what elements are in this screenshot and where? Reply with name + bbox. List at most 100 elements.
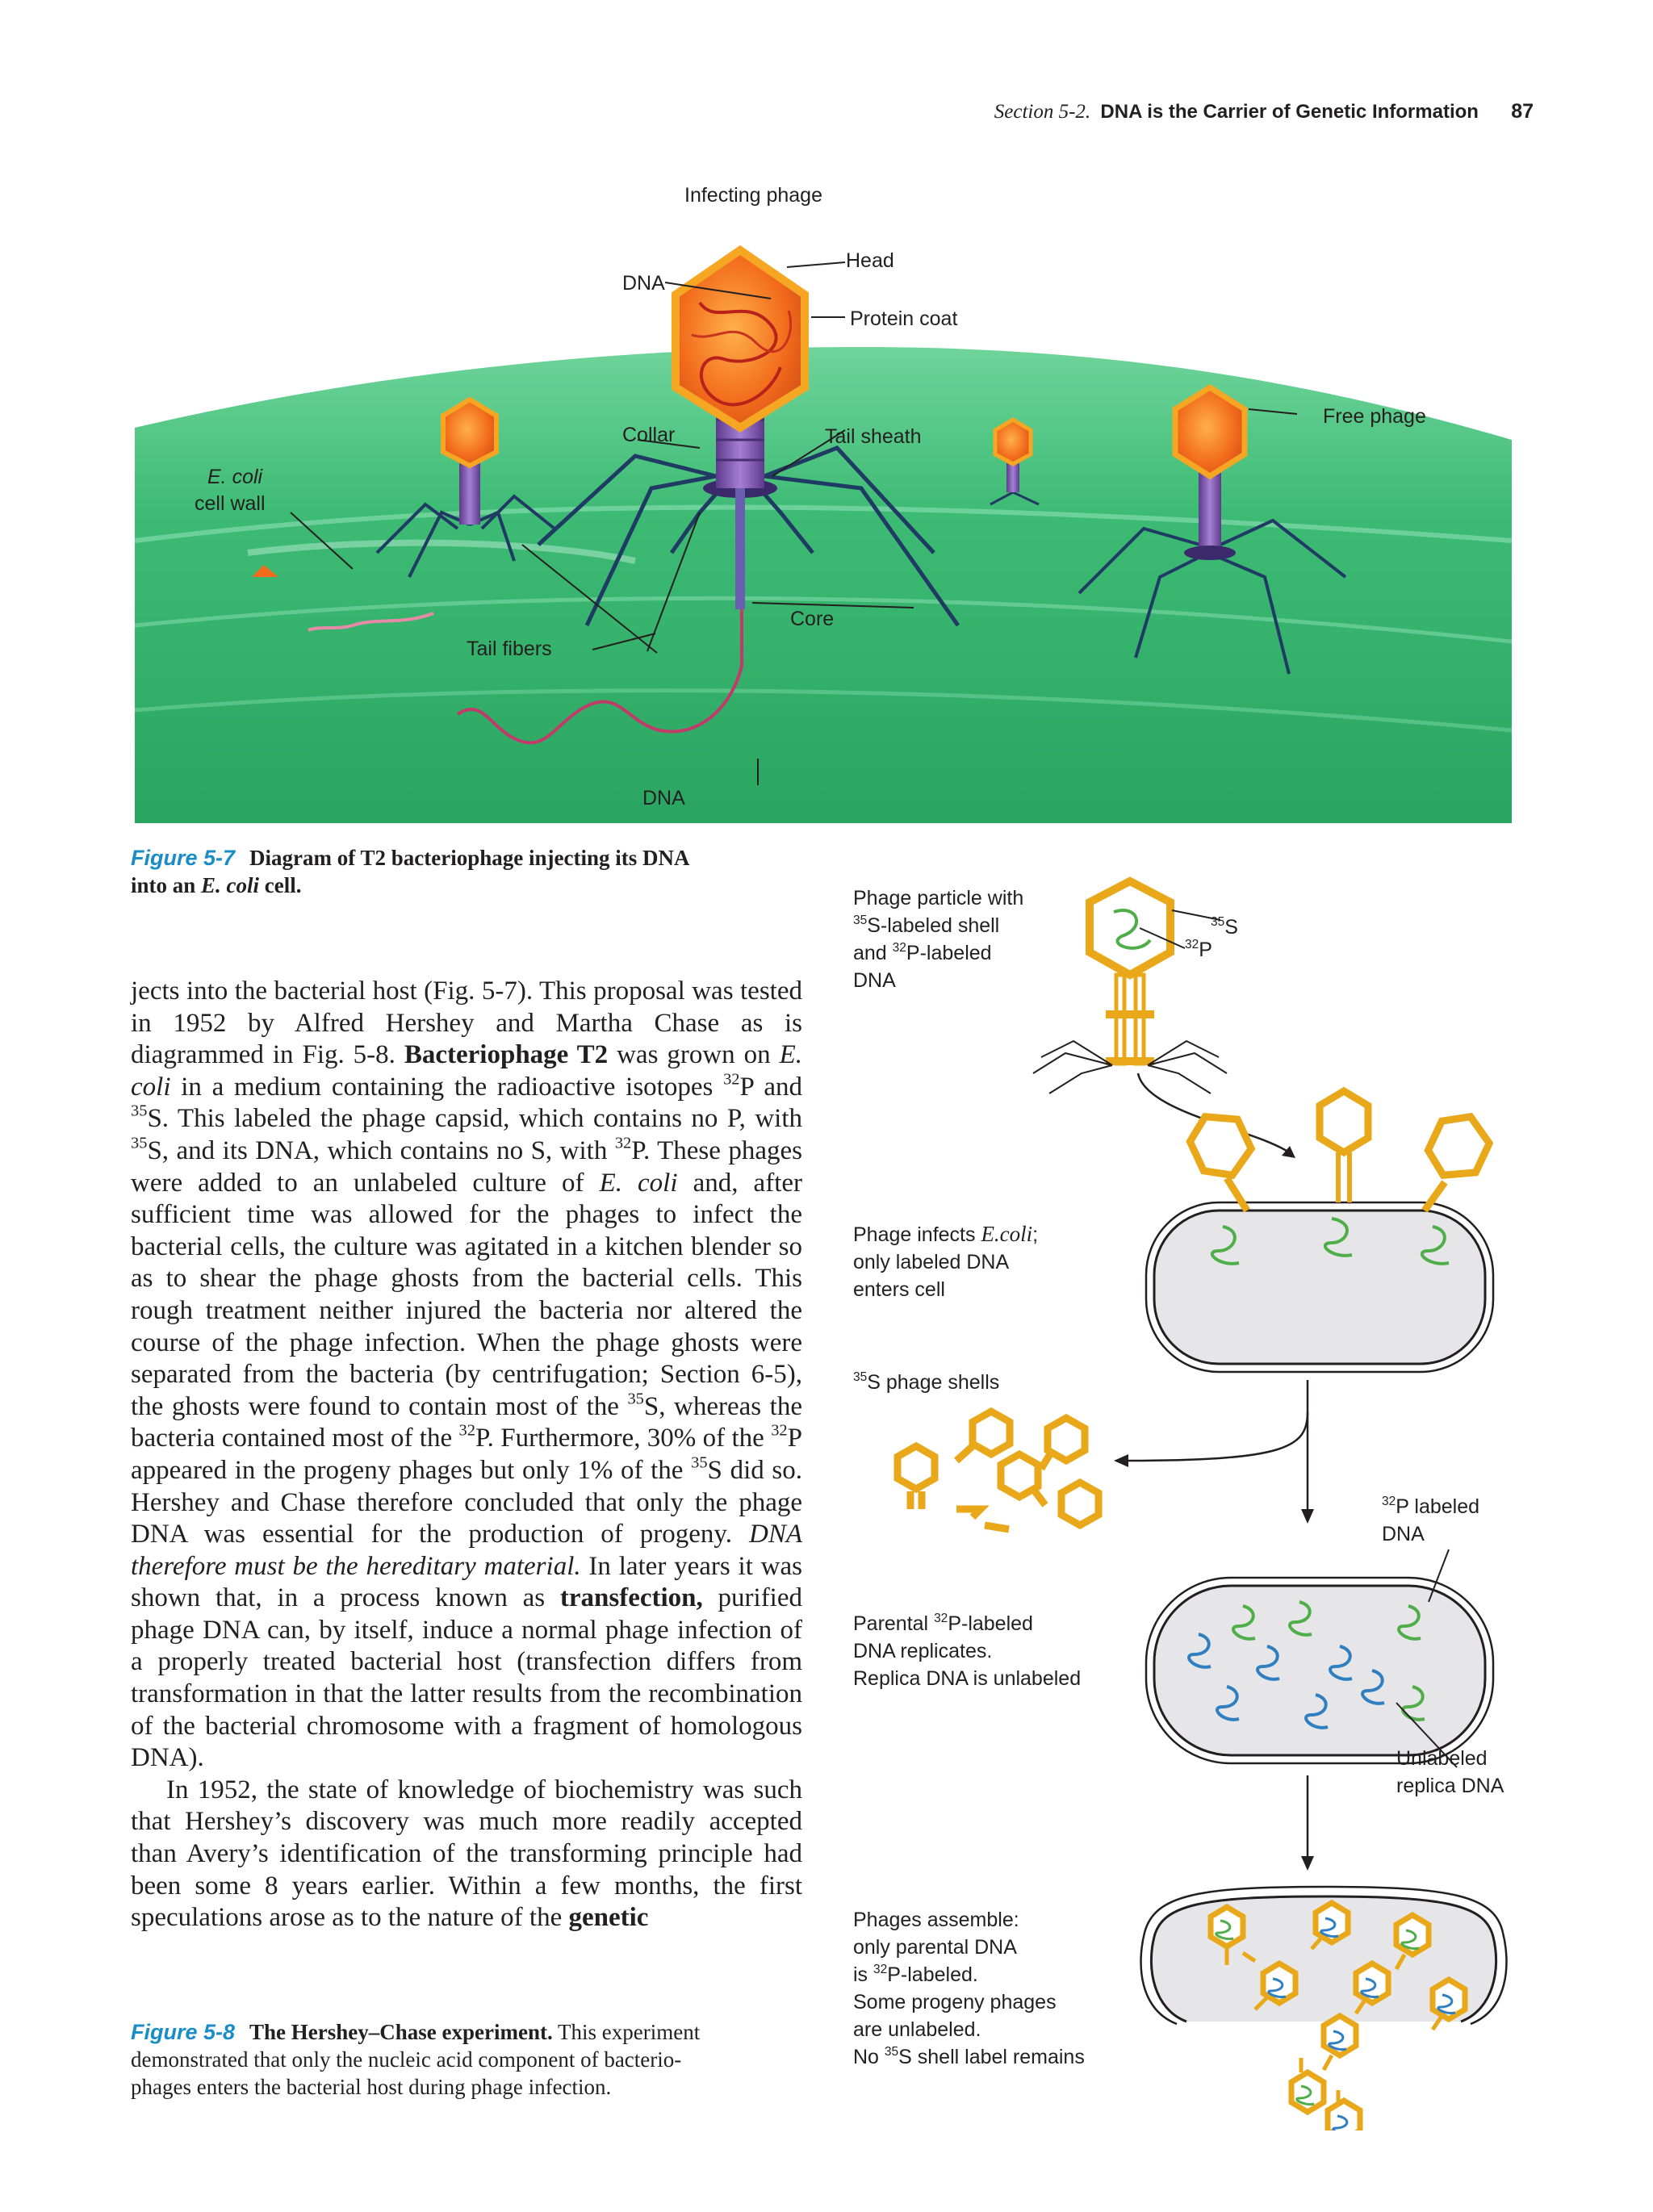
lysing-cell xyxy=(1140,1885,1508,2144)
step4-line3: Replica DNA is unlabeled xyxy=(853,1667,1082,1690)
main-phage-head xyxy=(672,245,809,433)
text-run: P. Furthermore, 30% of the xyxy=(475,1424,772,1453)
text-run: and, after sufficient time was allowed f… xyxy=(131,1168,802,1421)
step5-no: No xyxy=(853,2046,885,2068)
step2-label: Phage infects E.coli; only labeled DNA e… xyxy=(853,1220,1038,1303)
free-phage xyxy=(1078,518,1347,675)
step5-line4: Some progeny phages xyxy=(853,1991,1057,2013)
step5-line2: only parental DNA xyxy=(853,1936,1017,1959)
figure-5-7-number: Figure 5-7 xyxy=(131,846,236,870)
superscript: 35 xyxy=(131,1102,148,1121)
step4-line1: P-labeled xyxy=(948,1612,1033,1635)
step3-sup35: 35 xyxy=(853,1369,868,1384)
label-32p-line2: DNA xyxy=(1382,1523,1425,1545)
step2-line2: only labeled DNA xyxy=(853,1251,1010,1273)
label-head: Head xyxy=(846,249,894,272)
marker-32p: 32P xyxy=(1185,936,1212,964)
label-tail-fibers: Tail fibers xyxy=(467,638,552,660)
step5-line6: S shell label remains xyxy=(898,2046,1085,2068)
marker-35s: 35S xyxy=(1211,914,1238,941)
body-text: jects into the bacterial host (Fig. 5-7)… xyxy=(131,976,802,1934)
text-run: purified phage DNA can, by itself, induc… xyxy=(131,1583,802,1773)
figure-5-8-caption-line2: demonstrated that only the nucleic acid … xyxy=(131,2047,682,2072)
term-transfection: transfection, xyxy=(559,1583,703,1613)
figure-5-7-leader-lines xyxy=(290,261,1298,785)
superscript: 35 xyxy=(131,1134,148,1152)
label-infecting-phage: Infecting phage xyxy=(684,184,822,207)
step4-parental: Parental xyxy=(853,1612,935,1635)
step1-sup35: 35 xyxy=(853,913,868,927)
text-run: S, whereas the bacteria contained most o… xyxy=(131,1391,802,1453)
hershey-chase-diagram xyxy=(893,876,1508,2144)
superscript: 32 xyxy=(614,1134,632,1152)
step1-line2: S-labeled shell xyxy=(867,914,1000,937)
text-run: DNA therefore must be the hereditary mat… xyxy=(131,1520,802,1581)
section-title: DNA is the Carrier of Genetic Informatio… xyxy=(1100,101,1479,123)
term-genetic: genetic xyxy=(568,1903,649,1933)
label-ecoli: E. coli xyxy=(207,466,263,488)
step2-line1: Phage infects xyxy=(853,1223,981,1246)
marker-35s-el: S xyxy=(1224,916,1238,939)
text-run: In 1952, the state of knowledge of bioch… xyxy=(131,1775,802,1933)
figure-5-7-caption: Figure 5-7 Diagram of T2 bacteriophage in… xyxy=(131,844,857,899)
step1-and: and xyxy=(853,942,893,964)
text-run: jects into the bacterial host (Fig. 5-7)… xyxy=(131,976,802,1070)
text-run: E. coli xyxy=(131,1040,802,1102)
phage-middle xyxy=(993,417,1033,466)
text-run: In later years it was shown that, in a p… xyxy=(131,1551,802,1613)
step5-sup35: 35 xyxy=(884,2044,899,2059)
paragraph-2: In 1952, the state of knowledge of bioch… xyxy=(131,1775,802,1934)
t2-phage-illustration xyxy=(134,245,1513,823)
superscript: 32 xyxy=(723,1070,740,1089)
phage-shells xyxy=(893,1407,1103,1533)
label-unlabeled-line1: Unlabeled xyxy=(1396,1747,1488,1770)
text-run: P. These phages were added to an unlabel… xyxy=(131,1135,802,1198)
figure-5-8-caption-line3: phages enters the bacterial host during … xyxy=(131,2075,612,2099)
text-run: E. coli xyxy=(599,1168,678,1198)
page-number: 87 xyxy=(1511,100,1534,123)
figure-5-8-caption-text: This experiment xyxy=(552,2020,701,2044)
replicating-cell xyxy=(1145,1549,1495,1768)
injected-dna xyxy=(456,601,743,745)
step5-is: is xyxy=(853,1963,873,1986)
figure-5-7: Infecting phage Head DNA Protein coat Co… xyxy=(134,174,1513,823)
label-32p-sup: 32 xyxy=(1382,1494,1396,1508)
step5-line5: are unlabeled. xyxy=(853,2018,981,2041)
text-run: S. This labeled the phage capsid, which … xyxy=(147,1104,802,1134)
superscript: 35 xyxy=(627,1390,644,1408)
step5-line1: Phages assemble: xyxy=(853,1909,1019,1931)
figure-5-8: Phage particle with 35S-labeled shell an… xyxy=(839,872,1647,2144)
label-core: Core xyxy=(790,608,835,630)
label-dna-injected: DNA xyxy=(642,787,685,809)
ecoli-cell-surface xyxy=(135,347,1512,823)
step4-line2: DNA replicates. xyxy=(853,1640,993,1662)
marker-32p-sup: 32 xyxy=(1185,937,1199,951)
label-32p-line1: P labeled xyxy=(1396,1495,1480,1518)
label-unlabeled-replica: Unlabeled replica DNA xyxy=(1396,1745,1504,1800)
label-dna-head: DNA xyxy=(622,272,665,295)
step1-line4: DNA xyxy=(853,969,896,992)
step2-semicolon: ; xyxy=(1032,1223,1039,1246)
step1-line1: Phage particle with xyxy=(853,887,1024,909)
label-collar: Collar xyxy=(622,424,676,446)
text-run: was grown on xyxy=(608,1040,780,1070)
step5-sup32: 32 xyxy=(873,1962,888,1976)
infected-cell xyxy=(1145,1086,1495,1374)
step1-line3: P-labeled xyxy=(906,942,992,964)
figure-5-7-caption-ecoli: E. coli xyxy=(201,873,260,897)
figure-5-8-number: Figure 5-8 xyxy=(131,2020,236,2044)
label-protein-coat: Protein coat xyxy=(850,307,958,330)
marker-32p-el: P xyxy=(1199,939,1212,961)
term-bacteriophage-t2: Bacteriophage T2 xyxy=(404,1040,609,1070)
figure-5-7-caption-into: into an xyxy=(131,873,202,897)
figure-5-7-caption-line1: Diagram of T2 bacteriophage injecting it… xyxy=(249,846,690,870)
text-run: P and xyxy=(739,1072,803,1102)
figure-5-8-caption-title: The Hershey–Chase experiment. xyxy=(249,2020,553,2044)
step2-ecoli: E.coli xyxy=(981,1222,1033,1246)
step1-label: Phage particle with 35S-labeled shell an… xyxy=(853,884,1023,994)
labeled-phage-particle xyxy=(1032,876,1228,1094)
label-free-phage: Free phage xyxy=(1323,405,1426,428)
step5-line3: P-labeled. xyxy=(887,1963,978,1986)
text-run: in a medium containing the radioactive i… xyxy=(170,1072,724,1102)
